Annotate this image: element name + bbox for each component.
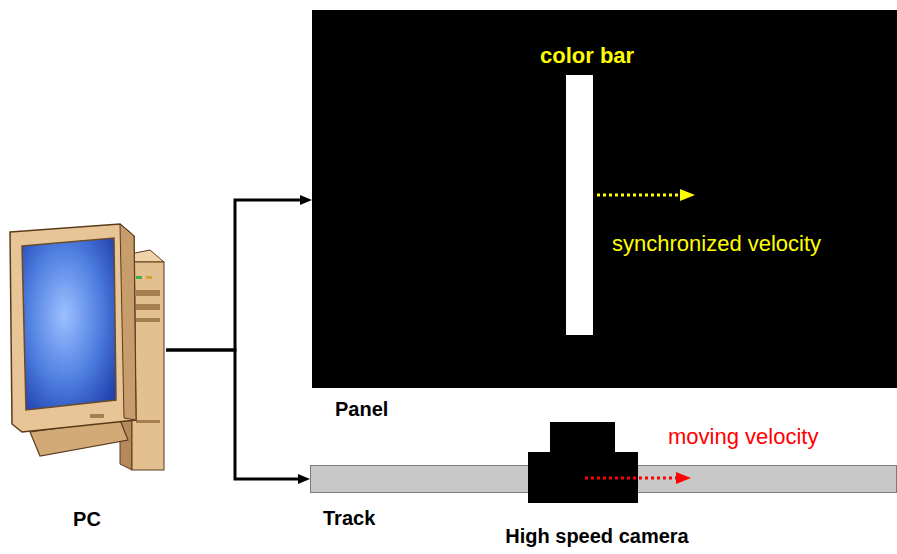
- computer-illustration-label: PC: [73, 508, 101, 531]
- computer-illustration-drawing: [8, 222, 166, 474]
- monitor: [120, 224, 136, 420]
- high-speed-camera-label: High speed camera: [505, 525, 688, 548]
- velocity-arrow-line: [597, 194, 681, 197]
- velocity-arrow-head: [676, 472, 691, 484]
- tower-case: [136, 276, 142, 279]
- velocity-label: synchronized velocity: [612, 231, 821, 256]
- monitor: [10, 224, 136, 432]
- display-panel-label: Panel: [335, 398, 388, 421]
- tower-case: [136, 290, 160, 296]
- velocity-label: moving velocity: [668, 424, 818, 449]
- high-speed-camera: High speed camera: [528, 422, 638, 503]
- computer-illustration: PC: [8, 222, 166, 474]
- camera-body: [528, 422, 638, 503]
- connector-arrow: [166, 200, 302, 350]
- monitor: [22, 238, 116, 410]
- tower-case: [136, 420, 160, 423]
- tower-case: [136, 318, 160, 322]
- velocity-arrow-line: [585, 477, 677, 480]
- velocity-arrow-head: [680, 189, 695, 201]
- track-rail-label: Track: [323, 507, 375, 530]
- tower-case: [136, 304, 160, 310]
- high-speed-camera-drawing: [528, 422, 638, 503]
- monitor: [90, 414, 104, 418]
- color-bar-label: color bar: [540, 43, 634, 68]
- monitor: [10, 224, 136, 456]
- connector-arrow: [166, 350, 300, 479]
- tower-case: [132, 262, 164, 470]
- tower-case: [146, 276, 152, 279]
- color-bar: color bar: [566, 75, 593, 335]
- display-panel: Panelcolor bar: [312, 10, 897, 388]
